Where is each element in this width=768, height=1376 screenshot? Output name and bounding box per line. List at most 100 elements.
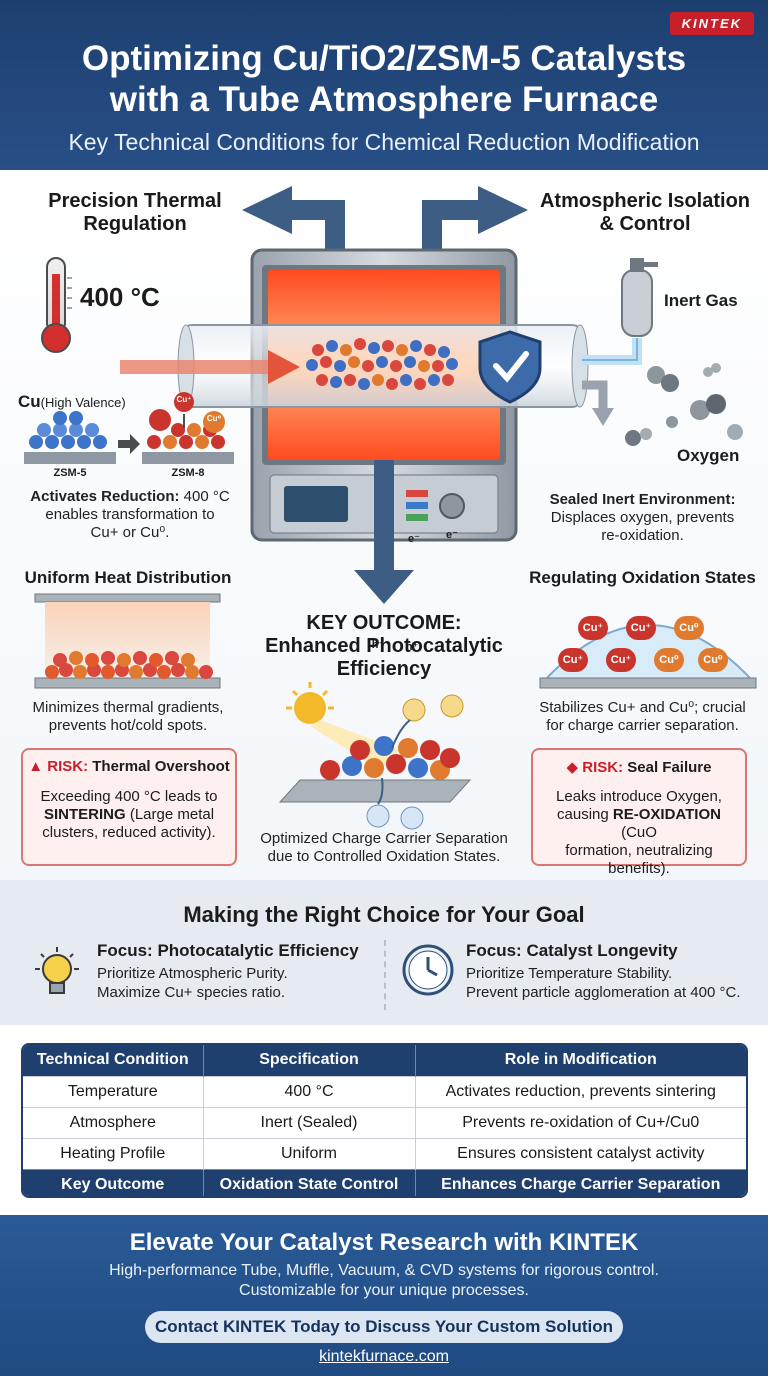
table-cell: Heating Profile: [23, 1137, 204, 1169]
electron-label-1: e⁻: [408, 533, 420, 545]
furnace-illustration: [24, 186, 757, 830]
zsm5-plate-left: [24, 452, 116, 464]
sun-icon: [286, 682, 334, 724]
cu-high-valence-particles: [29, 411, 107, 449]
focus-longevity-text: Prioritize Temperature Stability. Preven…: [466, 965, 741, 1001]
title-line-1: Optimizing Cu/TiO2/ZSM-5 Catalysts: [81, 39, 687, 78]
website-link[interactable]: kintekfurnace.com: [319, 1348, 449, 1365]
table-row: Heating Profile Uniform Ensures consiste…: [23, 1137, 746, 1169]
table-cell: Oxidation State Control: [203, 1168, 416, 1196]
activates-reduction-text: Activates Reduction: 400 °C enables tran…: [30, 488, 230, 541]
hole-icon-1: [366, 804, 390, 828]
ion-label-cu-zero: Cu⁰: [206, 414, 222, 423]
focus-efficiency-heading: Focus: Photocatalytic Efficiency: [97, 941, 359, 960]
brand-logo[interactable]: KINTEK: [669, 12, 754, 35]
table-cell: Key Outcome: [23, 1168, 204, 1196]
table-row: Temperature 400 °C Activates reduction, …: [23, 1075, 746, 1107]
ion-cu-zero: Cu⁰: [674, 616, 704, 640]
oxygen-molecules-icon: [625, 363, 743, 446]
heater-bar: [34, 593, 221, 603]
page-subtitle: Key Technical Conditions for Chemical Re…: [68, 129, 700, 155]
main-infographic: Precision Thermal Regulation 400 °C Cu(H…: [0, 170, 768, 880]
table-cell: Activates reduction, prevents sintering: [415, 1075, 746, 1107]
outcome-arrow: [374, 460, 394, 572]
zsm-label-left: ZSM-5: [53, 467, 87, 479]
focus-efficiency-text: Prioritize Atmospheric Purity. Maximize …: [97, 965, 288, 1001]
table-row-key-outcome: Key Outcome Oxidation State Control Enha…: [23, 1168, 746, 1196]
table-cell: Enhances Charge Carrier Separation: [415, 1168, 746, 1196]
shield-icon: [478, 330, 542, 404]
atmosphere-title: Atmospheric Isolation & Control: [539, 190, 751, 235]
hole-label-1: h⁺: [371, 639, 385, 651]
table-cell: Temperature: [23, 1075, 204, 1107]
table-cell: Inert (Sealed): [203, 1106, 416, 1138]
table-header-cell: Technical Condition: [23, 1045, 204, 1076]
exhaust-arrow-left-head: [242, 186, 292, 234]
clock-icon: [402, 944, 454, 996]
control-knob: [439, 493, 465, 519]
ion-cu-plus: Cu⁺: [626, 616, 656, 640]
table-header-cell: Specification: [203, 1045, 416, 1076]
table-cell: 400 °C: [203, 1075, 416, 1107]
hole-icon-2: [400, 806, 424, 830]
hole-label-2: h⁺: [405, 641, 419, 653]
temperature-readout: 400 °C: [80, 282, 160, 312]
risk-thermal-overshoot: ▲ RISK: Thermal Overshoot Exceeding 400 …: [21, 748, 237, 866]
electron-label-2: e⁻: [446, 529, 458, 541]
uniform-heat-base: [34, 677, 221, 689]
ion-cu-plus: Cu⁺: [606, 648, 636, 672]
ion-cu-zero: Cu⁰: [698, 648, 728, 672]
table-cell: Atmosphere: [23, 1106, 204, 1138]
exhaust-arrow-right-head: [478, 186, 528, 234]
catalyst-plate: [278, 779, 472, 803]
gas-inlet-arrow-head: [268, 350, 300, 384]
uniform-heat-title: Uniform Heat Distribution: [24, 568, 232, 587]
choice-divider: [384, 940, 386, 1010]
transform-arrow: [118, 434, 140, 454]
cu-reduced-particles: [147, 392, 225, 449]
conditions-table: Technical Condition Specification Role i…: [21, 1043, 748, 1198]
page-title: Optimizing Cu/TiO2/ZSM-5 Catalysts with …: [0, 38, 768, 120]
inert-gas-pipe: [582, 338, 642, 365]
ion-cu-plus: Cu⁺: [558, 648, 588, 672]
uniform-heat-text: Minimizes thermal gradients, prevents ho…: [32, 699, 224, 734]
focus-longevity-heading: Focus: Catalyst Longevity: [466, 941, 678, 960]
ion-cu-zero: Cu⁰: [654, 648, 684, 672]
footer-title: Elevate Your Catalyst Research with KINT…: [129, 1229, 639, 1256]
control-led-blue: [406, 502, 428, 509]
oxygen-label: Oxygen: [677, 446, 740, 465]
electron-icon-1: [402, 698, 426, 722]
thermometer-icon: [41, 257, 72, 353]
zsm-label-right: ZSM-8: [171, 467, 205, 479]
cu-label: Cu(High Valence): [18, 392, 126, 411]
zsm5-plate-right: [142, 452, 234, 464]
outcome-arrow-head: [354, 570, 414, 604]
table-header-cell: Role in Modification: [415, 1045, 746, 1076]
electron-icon-2: [440, 694, 464, 718]
oxygen-exit-arrow: [582, 380, 608, 412]
gas-cylinder-icon: [621, 269, 653, 337]
table-row: Atmosphere Inert (Sealed) Prevents re-ox…: [23, 1106, 746, 1138]
warning-fire-icon: ▲: [28, 758, 44, 775]
ion-label-cu-plus: Cu⁺: [176, 395, 192, 404]
uniform-heat-particles: [45, 651, 213, 679]
table-header-row: Technical Condition Specification Role i…: [23, 1045, 746, 1076]
footer-description: High-performance Tube, Muffle, Vacuum, &…: [109, 1262, 659, 1299]
broken-shield-icon: ◆: [566, 759, 579, 776]
conditions-table-grid: Technical Condition Specification Role i…: [23, 1045, 746, 1196]
catalyst-particles: [306, 338, 458, 390]
contact-button[interactable]: Contact KINTEK Today to Discuss Your Cus…: [145, 1311, 623, 1343]
outcome-caption: Optimized Charge Carrier Separation due …: [260, 830, 508, 865]
choice-section: Making the Right Choice for Your Goal Fo…: [0, 880, 768, 1025]
gas-inlet-arrow: [120, 360, 270, 374]
sealed-environment-text: Sealed Inert Environment: Displaces oxyg…: [549, 491, 736, 544]
header-banner: KINTEK Optimizing Cu/TiO2/ZSM-5 Catalyst…: [0, 0, 768, 170]
oxidation-base: [539, 677, 757, 689]
control-led-red: [406, 490, 428, 497]
table-cell: Ensures consistent catalyst activity: [415, 1137, 746, 1169]
inert-gas-label: Inert Gas: [664, 291, 738, 310]
control-display: [284, 486, 348, 522]
oxidation-title: Regulating Oxidation States: [529, 568, 756, 587]
control-led-green: [406, 514, 428, 521]
title-line-2: with a Tube Atmosphere Furnace: [109, 80, 659, 119]
